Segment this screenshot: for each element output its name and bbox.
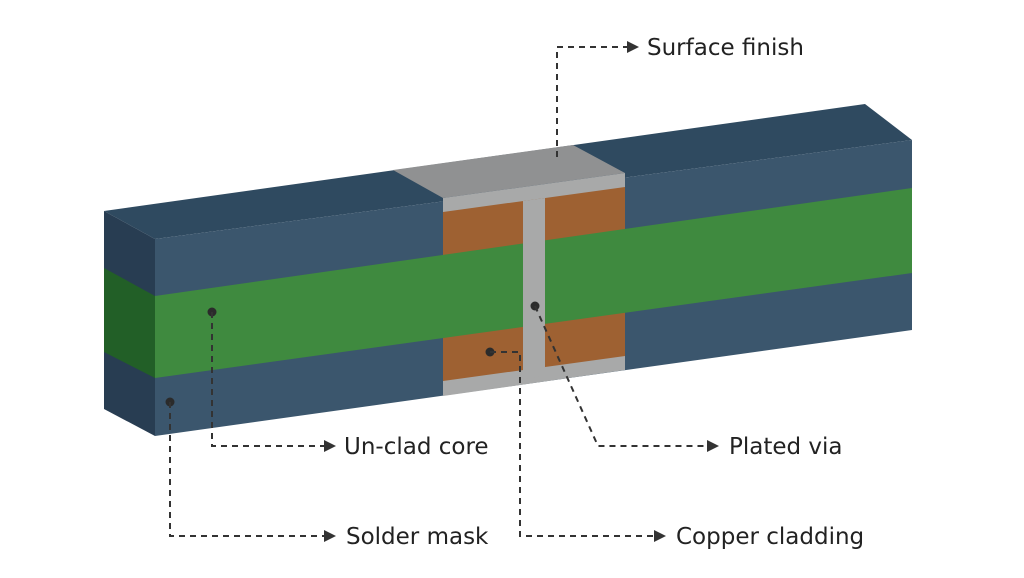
label-surface-finish: Surface finish <box>647 35 804 61</box>
leader-solder-mask <box>165 397 336 542</box>
core-side-face <box>104 268 155 378</box>
leader-plated-via <box>530 301 719 452</box>
label-copper-cladding: Copper cladding <box>676 524 864 550</box>
label-plated-via: Plated via <box>729 434 843 460</box>
surface-finish-top <box>393 145 625 198</box>
label-solder-mask: Solder mask <box>346 524 489 550</box>
leader-unclad-core <box>207 307 336 452</box>
leader-copper-cladding <box>485 347 666 542</box>
plated-via-barrel <box>523 198 545 379</box>
leader-surface-finish <box>556 41 639 157</box>
label-unclad-core: Un-clad core <box>344 434 489 460</box>
